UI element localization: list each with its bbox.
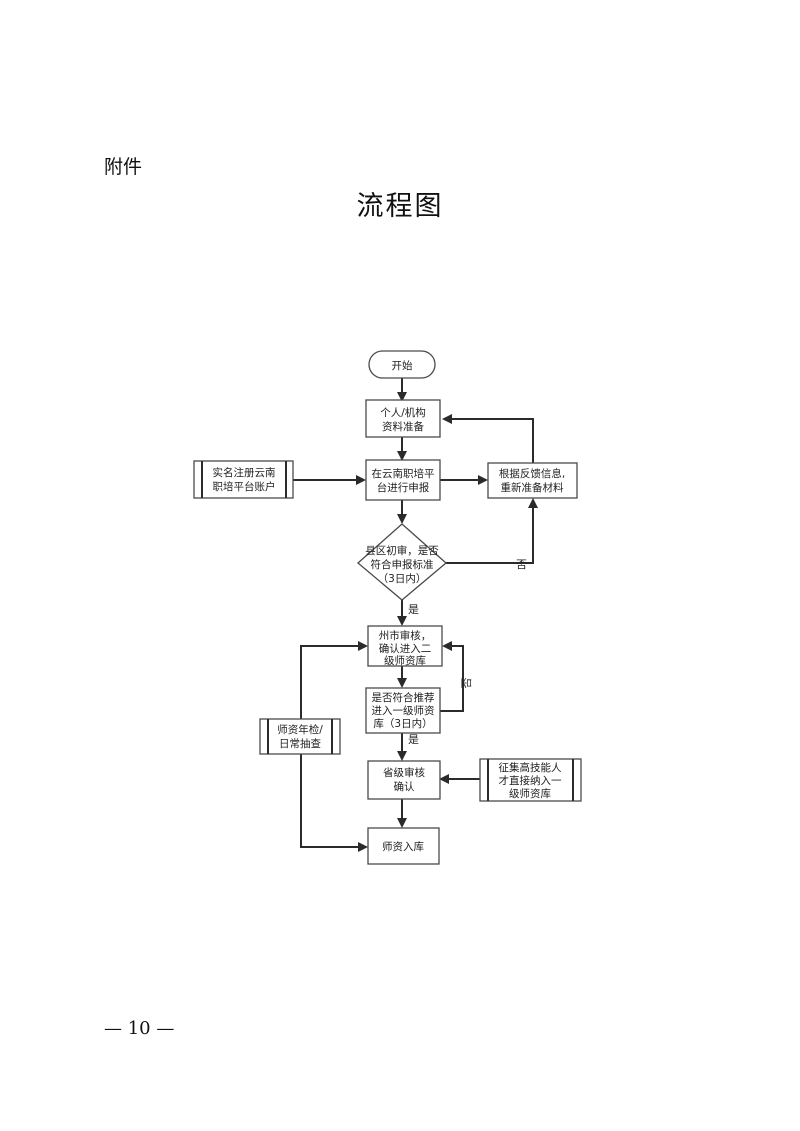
edge-label-yes-2: 是 [408,733,419,746]
edge-county-review-no [446,498,538,564]
node-apply-line-2: 台进行申报 [377,481,430,494]
node-start: 开始 [368,350,436,379]
node-county-review-line-1: 县区初审，是否 [365,544,439,557]
edge-label-yes-1: 是 [408,603,419,616]
node-enter-pool-label: 师资入库 [382,840,424,853]
node-prepare-line-1: 个人/机构 [380,406,426,419]
node-province-confirm-line-2: 确认 [394,780,415,793]
node-county-review-line-2: 符合申报标准 [371,558,434,571]
node-city-review-line-1: 州市审核， [379,629,432,642]
node-annual-check: 师资年检/ 日常抽查 [259,718,341,755]
node-direct-admit-line-3: 级师资库 [509,787,551,800]
node-annual-check-line-1: 师资年检/ [277,723,323,736]
node-annual-check-line-2: 日常抽查 [279,737,321,750]
node-apply: 在云南职培平 台进行申报 [365,459,441,501]
node-city-review: 州市审核， 确认进入二 级师资库 [367,625,443,667]
node-recommend-check-line-2: 进入一级师资 [372,704,435,717]
page-number: — 10 — [104,1018,175,1039]
node-county-review: 县区初审，是否 符合申报标准 （3日内） [357,523,447,601]
node-recommend-check-line-3: 库（3日内） [373,717,432,730]
node-city-review-line-2: 确认进入二 [379,642,432,655]
node-apply-line-1: 在云南职培平 [372,467,435,480]
attachment-label: 附件 [104,156,143,178]
node-direct-admit: 征集高技能人 才直接纳入一 级师资库 [479,758,582,802]
node-prepare: 个人/机构 资料准备 [365,399,441,438]
page-title: 流程图 [356,191,444,222]
edge-recommend-no [440,641,464,712]
node-direct-admit-line-1: 征集高技能人 [499,761,562,774]
node-prepare-line-2: 资料准备 [382,420,424,433]
node-county-review-line-3: （3日内） [378,572,427,585]
node-enter-pool: 师资入库 [367,827,440,865]
node-direct-admit-line-2: 才直接纳入一 [499,774,562,787]
node-register-line-2: 职培平台账户 [213,480,276,493]
node-resubmit: 根据反馈信息, 重新准备材料 [487,462,578,499]
node-start-label: 开始 [392,359,413,372]
node-register-line-1: 实名注册云南 [213,466,276,479]
node-recommend-check-line-1: 是否符合推荐 [372,691,435,704]
node-resubmit-line-1: 根据反馈信息, [499,467,565,480]
node-resubmit-line-2: 重新准备材料 [501,481,564,494]
node-province-confirm-line-1: 省级审核 [383,766,425,779]
node-province-confirm: 省级审核 确认 [367,760,441,800]
node-city-review-line-3: 级师资库 [384,654,426,667]
edge-resubmit-prepare [442,414,534,463]
node-register: 实名注册云南 职培平台账户 [193,460,294,499]
edge-annual-check-city [300,641,368,719]
edge-annual-check-enter-pool [300,754,368,852]
connectors [293,378,538,852]
edge-label-no-2: 否 [460,678,473,689]
edge-label-no-1: 否 [516,558,527,571]
node-recommend-check: 是否符合推荐 进入一级师资 库（3日内） [365,687,441,734]
